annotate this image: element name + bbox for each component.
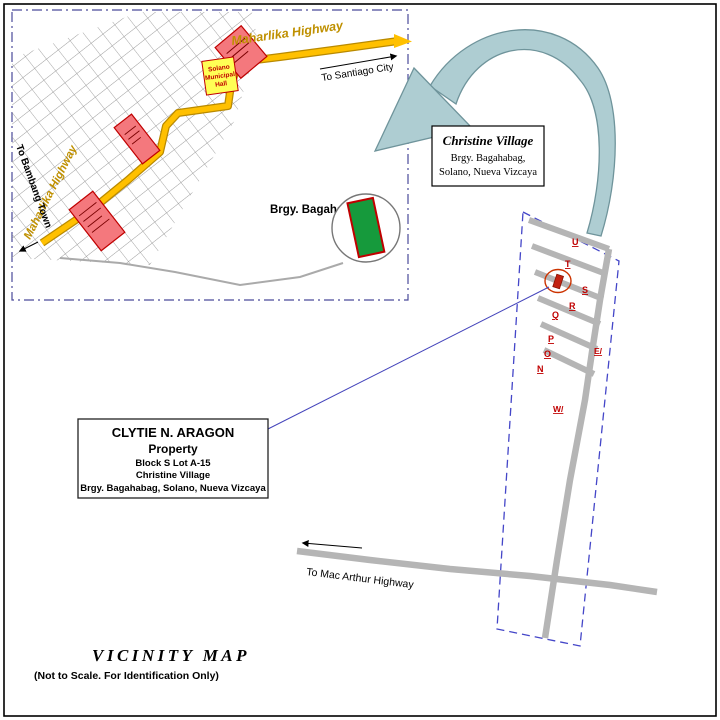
property-lot-marker — [552, 273, 564, 290]
property-lot-circle — [544, 268, 572, 294]
property-village: Christine Village — [136, 470, 210, 481]
municipal-hall-label-2: Municipal — [205, 71, 236, 82]
macarthur-arrow-icon — [301, 539, 363, 549]
property-address: Brgy. Bagahabag, Solano, Nueva Vizcaya — [80, 483, 266, 494]
maharlika-highway-road — [40, 38, 399, 246]
building-text-marks — [78, 202, 110, 233]
building-text-marks — [226, 37, 250, 64]
property-type: Property — [148, 442, 198, 456]
red-building-3 — [68, 190, 126, 252]
village-box-line2: Solano, Nueva Vizcaya — [439, 167, 537, 178]
municipal-hall-label-3: Hall — [215, 80, 228, 89]
subdivision-street — [536, 295, 602, 327]
village-lot — [346, 196, 386, 259]
street-label-e: E/ — [594, 346, 603, 356]
subdivision-street — [542, 347, 596, 377]
subdivision-boundary — [496, 210, 620, 647]
municipal-hall-label-1: Solano — [208, 64, 230, 74]
municipal-hall-block: Solano Municipal Hall — [201, 56, 239, 96]
connector-line — [265, 286, 550, 431]
property-block-lot: Block S Lot A-15 — [135, 458, 211, 469]
highway-arrowhead-icon — [394, 34, 412, 48]
access-road — [59, 257, 344, 287]
macarthur-road — [296, 547, 658, 596]
block-letter-o: O — [544, 349, 551, 359]
santiago-arrow-icon — [319, 53, 398, 70]
village-box-title: Christine Village — [443, 133, 534, 148]
block-letter-p: P — [548, 334, 554, 344]
red-building-2 — [113, 113, 161, 165]
block-letter-t: T — [565, 259, 571, 269]
block-letter-u: U — [572, 237, 579, 247]
subdivision-street — [530, 243, 608, 277]
christine-village-box: Christine Village Brgy. Bagahabag, Solan… — [431, 125, 545, 187]
block-letter-r: R — [569, 301, 576, 311]
property-box: CLYTIE N. ARAGON Property Block S Lot A-… — [77, 418, 269, 499]
block-letter-s: S — [582, 285, 588, 295]
block-letter-q: Q — [552, 310, 559, 320]
subdivision-main-road — [541, 248, 613, 639]
subdivision-street — [527, 217, 611, 252]
curved-arrow-band — [429, 29, 616, 237]
block-letter-n: N — [537, 364, 544, 374]
page-border — [3, 3, 717, 717]
footer-title: VICINITY MAP — [92, 646, 250, 665]
village-box-line1: Brgy. Bagahabag, — [451, 153, 526, 164]
subdivision-street — [539, 321, 599, 352]
street-label-w: W/ — [553, 404, 564, 414]
inset-map: Solano Municipal Hall Maharlika Highway … — [11, 9, 412, 301]
building-text-marks — [124, 125, 142, 145]
bambang-arrow-icon — [18, 241, 39, 252]
property-owner: CLYTIE N. ARAGON — [112, 425, 235, 440]
footer-subtitle: (Not to Scale. For Identification Only) — [34, 670, 219, 682]
